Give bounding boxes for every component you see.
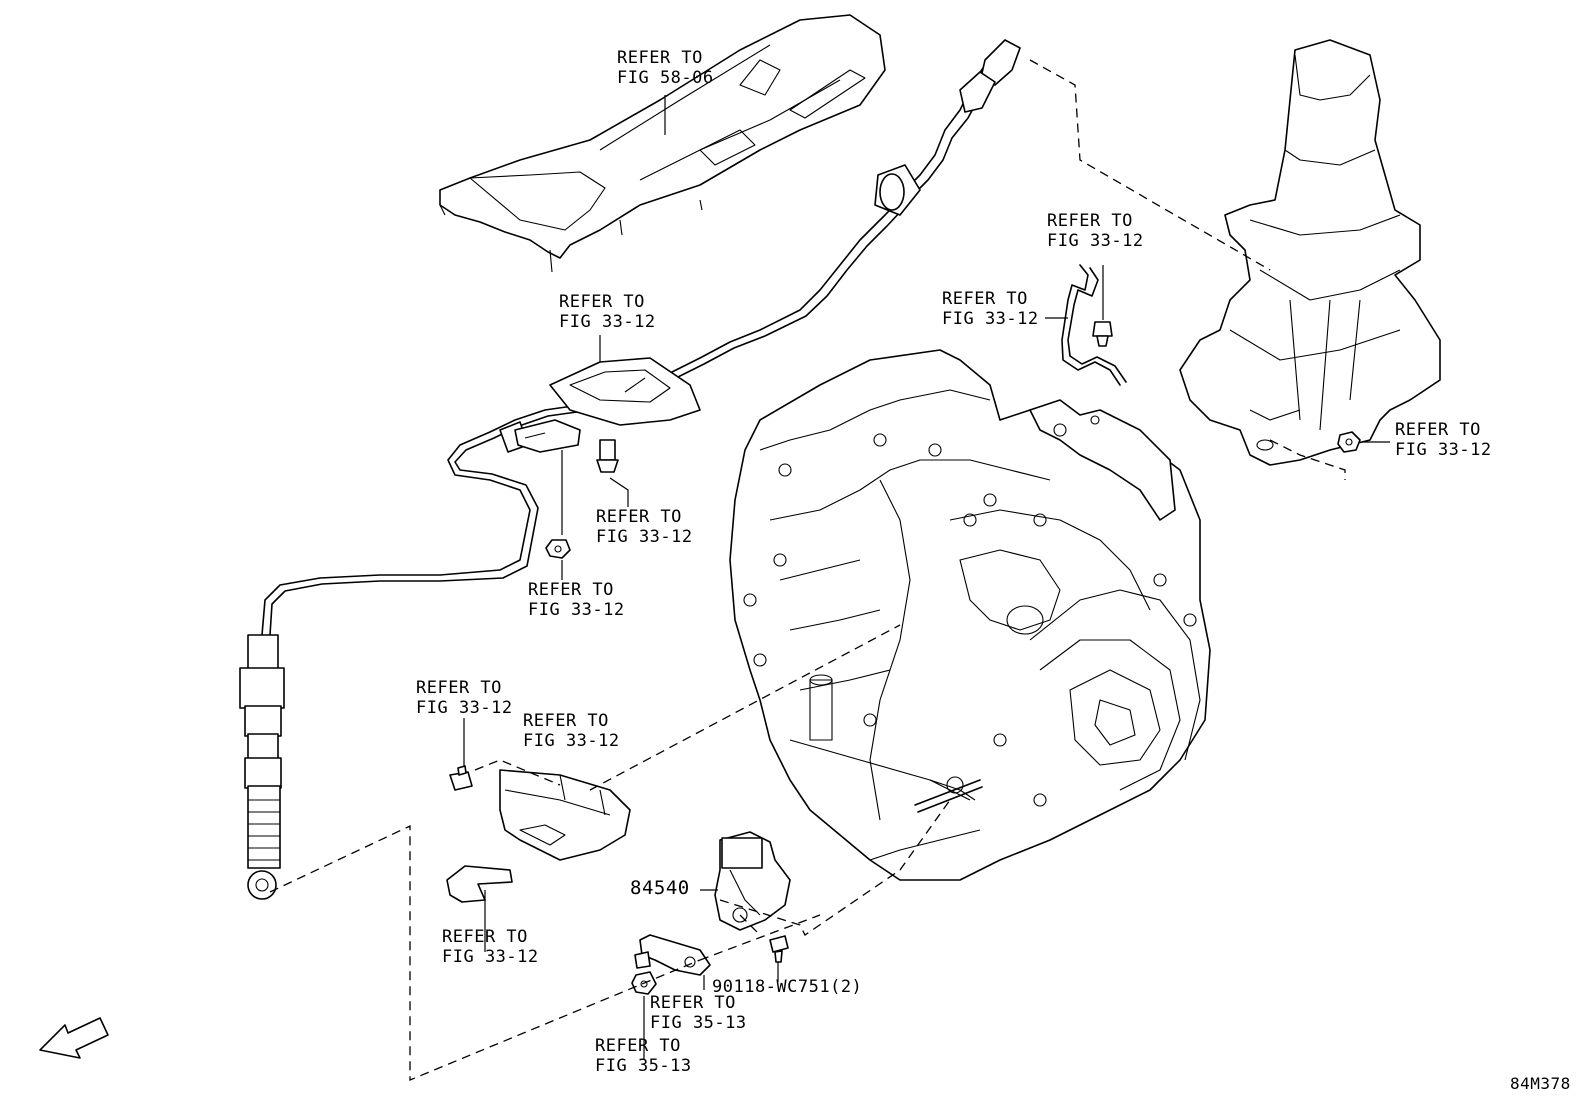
clip-bolt [1092, 265, 1113, 347]
dashed-link-switch-transaxle [719, 799, 951, 936]
retaining-clip [1045, 264, 1127, 386]
dashed-link-lever-nut [1269, 439, 1346, 480]
lock-plate [446, 865, 513, 952]
cable-clip [514, 419, 581, 453]
lever-nut [1337, 431, 1390, 453]
bracket-bolt [596, 439, 629, 507]
dashed-link-switch-bolt [739, 914, 761, 936]
diagram-code: 84M378 [1510, 1074, 1571, 1093]
bracket-bolt-left [449, 718, 473, 791]
neutral-start-switch [700, 831, 791, 931]
dashed-link-bracket-transaxle [589, 624, 901, 791]
dashed-link-cable-lever-lower [269, 824, 821, 1081]
bracket-nut [545, 450, 571, 580]
console-panel [439, 14, 886, 273]
part-number-bolt: 90118-WC751(2) [712, 977, 863, 997]
cable-bracket-plate [549, 357, 701, 426]
control-lever [634, 934, 711, 990]
transaxle-body [729, 349, 1211, 881]
switch-bolt [769, 935, 789, 982]
part-number-switch: 84540 [630, 877, 690, 899]
dashed-link-bolt-bracket [474, 759, 561, 786]
switch-bracket [499, 769, 631, 861]
shift-lever-assembly [1179, 39, 1441, 466]
shift-cable [239, 39, 1021, 900]
fwd-arrow-icon [39, 1017, 109, 1059]
